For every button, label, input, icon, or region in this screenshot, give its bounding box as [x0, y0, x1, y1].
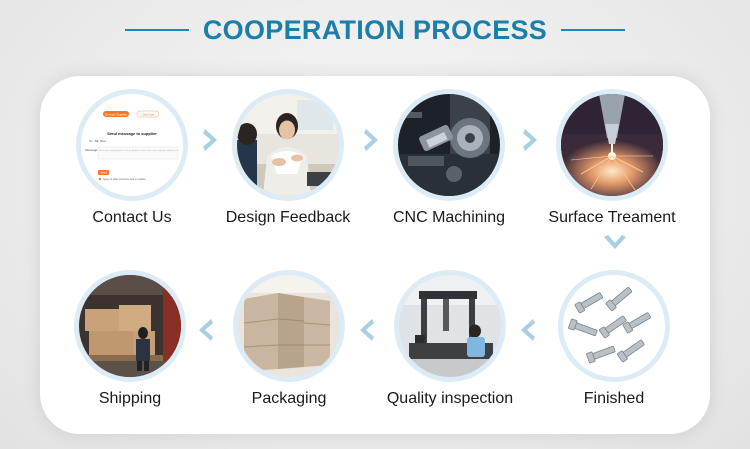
laser-treatment-photo-icon	[561, 94, 663, 196]
step-label: Finished	[583, 390, 645, 407]
form-to-value: Mr. Tom	[95, 139, 106, 143]
step-label: Contact Us	[92, 209, 172, 226]
step-circle	[74, 270, 186, 382]
step-label: Design Feedback	[225, 209, 351, 226]
cmm-inspection-photo-icon	[399, 275, 501, 377]
contact-form-screenshot-icon: Contact Supplier Chat Now Send message t…	[81, 94, 183, 196]
form-heading: Send message to supplier	[107, 131, 157, 136]
engineer-meeting-photo-icon	[237, 94, 339, 196]
step-circle	[556, 89, 668, 201]
header: COOPERATION PROCESS	[0, 10, 750, 50]
header-rule-left	[124, 29, 189, 31]
form-tab-inactive: Chat Now	[141, 113, 155, 117]
form-agree-text: Agree to share business card to supplier	[103, 178, 146, 181]
step-label: CNC Machining	[392, 209, 506, 226]
form-to-label: To:	[89, 139, 93, 143]
step-circle	[558, 270, 670, 382]
arrow-left-icon	[199, 319, 213, 341]
arrow-right-icon	[364, 129, 378, 151]
form-tab-active: Contact Supplier	[105, 113, 127, 117]
container-loading-photo-icon	[79, 275, 181, 377]
step-circle	[232, 89, 344, 201]
cartons-photo-icon	[238, 275, 340, 377]
step-circle	[394, 270, 506, 382]
form-message-placeholder: Enter your inquiry details such as produ…	[99, 149, 179, 152]
step-label: Packaging	[251, 390, 327, 407]
form-message-label: Message:	[85, 148, 98, 152]
arrow-right-icon	[523, 129, 537, 151]
step-label: Quality inspection	[386, 390, 514, 407]
page-title: COOPERATION PROCESS	[202, 14, 548, 45]
arrow-right-icon	[203, 129, 217, 151]
form-send-button: Send	[100, 171, 107, 175]
arrow-left-icon	[521, 319, 535, 341]
step-label: Surface Treament	[548, 209, 676, 226]
step-label: Shipping	[98, 390, 162, 407]
arrow-left-icon	[360, 319, 374, 341]
cnc-machine-photo-icon	[398, 94, 500, 196]
header-rule-right	[561, 29, 626, 31]
arrow-down-icon	[604, 235, 626, 249]
step-circle: Contact Supplier Chat Now Send message t…	[76, 89, 188, 201]
finished-parts-photo-icon	[563, 275, 665, 377]
step-circle	[233, 270, 345, 382]
step-circle	[393, 89, 505, 201]
